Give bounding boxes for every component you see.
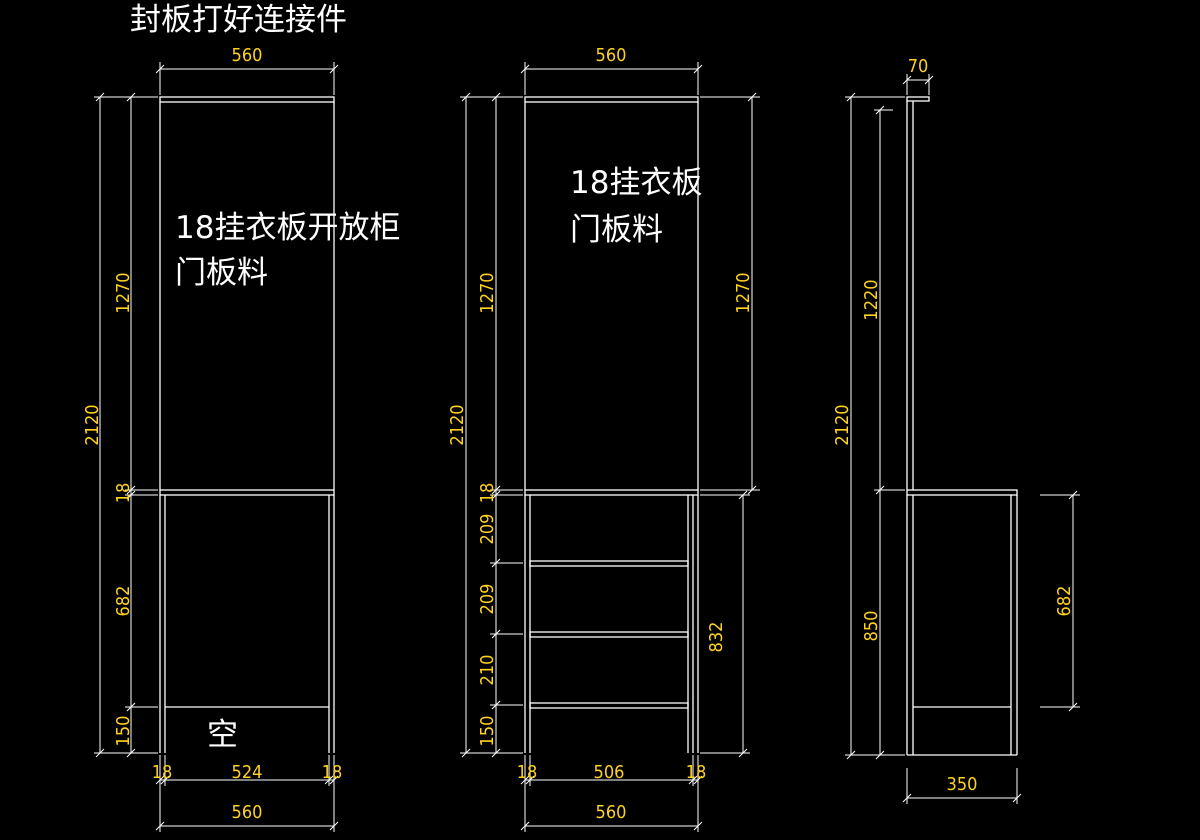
dim-mid-side-l: 18: [517, 762, 538, 783]
dim-mid-upper-height: 1270: [477, 272, 498, 313]
dim-mid-bottom-width: 560: [596, 802, 627, 823]
dim-left-top-width: 560: [232, 45, 263, 66]
dim-mid-side-r: 18: [686, 762, 707, 783]
left-cabinet: [159, 96, 335, 753]
mid-label-1: 18挂衣板: [570, 165, 702, 201]
dim-mid-upper-right: 1270: [733, 272, 754, 313]
dim-left-shelf: 18: [113, 483, 134, 504]
dim-right-top: 70: [908, 56, 929, 77]
dim-right-upper-height: 1220: [861, 279, 882, 320]
middle-cabinet: [524, 96, 699, 753]
dim-mid-shelf: 18: [477, 483, 498, 504]
dim-left-base: 150: [113, 716, 134, 747]
mid-bottom-dims: [520, 755, 703, 832]
right-side-view: [906, 96, 1018, 756]
left-top-width-dim: [155, 62, 339, 95]
right-top-dim: [902, 74, 934, 95]
mid-label-2: 门板料: [570, 212, 663, 248]
dim-right-cab-height: 682: [1054, 586, 1075, 617]
dim-left-bottom-width: 560: [232, 802, 263, 823]
left-bottom-dims: [155, 755, 339, 832]
dim-mid-base: 150: [477, 716, 498, 747]
dim-right-depth: 350: [947, 774, 978, 795]
right-vertical-dims: [845, 92, 1080, 760]
mid-top-width-dim: [520, 62, 703, 95]
right-bottom-dim: [902, 768, 1022, 804]
dim-mid-gap1: 209: [477, 514, 498, 545]
dim-right-lower-height: 850: [861, 611, 882, 642]
dim-mid-total-height: 2120: [447, 404, 468, 445]
left-label-1: 18挂衣板开放柜: [175, 210, 400, 246]
mid-left-vertical-dims: [460, 92, 523, 758]
dim-left-upper-height: 1270: [113, 272, 134, 313]
dim-mid-gap3: 210: [477, 655, 498, 686]
dim-mid-gap2: 209: [477, 584, 498, 615]
dim-left-side-l: 18: [152, 762, 173, 783]
dim-left-total-height: 2120: [82, 404, 103, 445]
mid-right-vertical-dims: [700, 92, 760, 758]
empty-label: 空: [207, 717, 238, 753]
dim-mid-inner: 506: [594, 762, 625, 783]
title-note: 封板打好连接件: [130, 2, 347, 38]
dim-left-inner: 524: [232, 762, 263, 783]
dim-mid-top-width: 560: [596, 45, 627, 66]
dim-right-total-height: 2120: [832, 404, 853, 445]
dim-left-lower-height: 682: [113, 586, 134, 617]
dim-left-side-r: 18: [322, 762, 343, 783]
left-vertical-dims: [94, 92, 158, 758]
dim-mid-lower-right: 832: [706, 622, 727, 653]
left-label-2: 门板料: [175, 255, 268, 291]
